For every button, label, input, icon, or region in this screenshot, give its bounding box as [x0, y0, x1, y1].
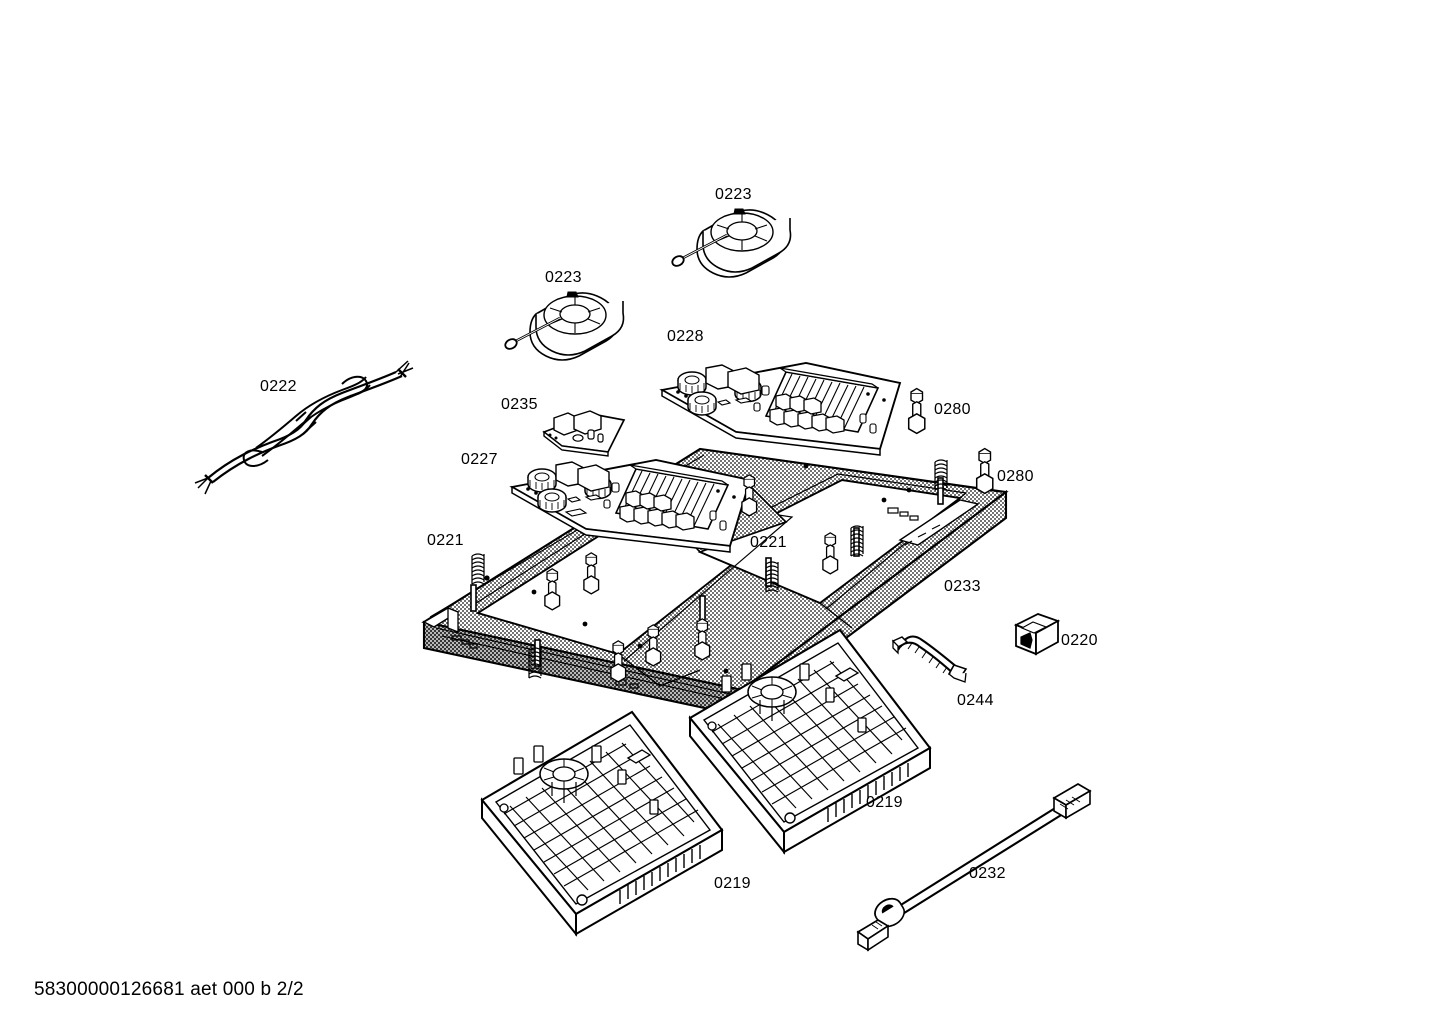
- part-0222-power-cord: [194, 360, 414, 495]
- part-0235-filter-board: [542, 410, 626, 457]
- part-0244-ribbon-cable: [891, 635, 968, 683]
- part-0220-connector-housing: [1013, 613, 1061, 656]
- callout-0221-right: 0221: [750, 534, 787, 551]
- callout-0219-right: 0219: [866, 794, 903, 811]
- callout-0220: 0220: [1061, 632, 1098, 649]
- callout-0280-upper: 0280: [934, 401, 971, 418]
- callout-0222: 0222: [260, 378, 297, 395]
- callout-0244: 0244: [957, 692, 994, 709]
- callout-0219-left: 0219: [714, 875, 751, 892]
- callout-0223-upper: 0223: [715, 186, 752, 203]
- sheet-footer-text: 58300000126681 aet 000 b 2/2: [34, 979, 304, 1000]
- callout-0232: 0232: [969, 865, 1006, 882]
- callout-0227: 0227: [461, 451, 498, 468]
- callout-0233: 0233: [944, 578, 981, 595]
- callout-0221-left: 0221: [427, 532, 464, 549]
- callout-0228: 0228: [667, 328, 704, 345]
- callout-0280-lower: 0280: [997, 468, 1034, 485]
- part-0228-power-board: [659, 362, 902, 456]
- part-0219-coil-tray-right: [688, 628, 932, 855]
- part-0227-power-board: [509, 459, 752, 553]
- part-0219-coil-tray-left: [480, 710, 724, 937]
- part-0232-interconnect-cable: [856, 783, 1092, 952]
- callout-0235: 0235: [501, 396, 538, 413]
- callout-0223-lower: 0223: [545, 269, 582, 286]
